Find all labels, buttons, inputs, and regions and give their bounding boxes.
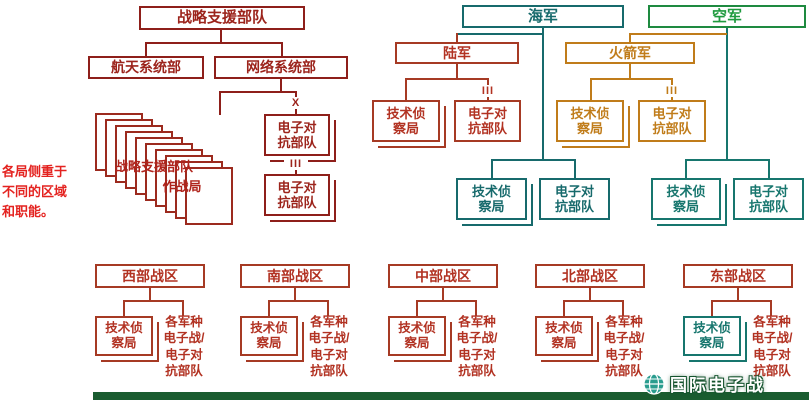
node-strategic-support-force: 战略支援部队 (139, 6, 305, 30)
node-rocket-force: 火箭军 (565, 42, 695, 64)
node-navy: 海军 (462, 5, 624, 28)
connector-line (712, 300, 772, 302)
node-northern-theater: 北部战区 (535, 264, 645, 288)
connector-line (491, 159, 493, 178)
connector-line (456, 33, 458, 42)
annotation-note: 各局侧重于 不同的区域 和职能。 (2, 164, 68, 220)
footer-bar (93, 392, 809, 400)
connector-line (590, 78, 592, 100)
node-east-service-ew-forces: 各军种 电子战/ 电子对 抗部队 (751, 315, 793, 378)
node-southern-theater: 南部战区 (240, 264, 350, 288)
node-west-tech-recon-bureau: 技术侦 察局 (95, 316, 153, 356)
connector-line (145, 42, 147, 56)
connector-line (219, 91, 297, 93)
node-navy-tech-recon-bureau: 技术侦 察局 (456, 178, 527, 220)
connector-line (622, 300, 624, 316)
connector-line (629, 64, 631, 78)
watermark-text: 国际电子战 (670, 376, 765, 395)
node-army: 陆军 (395, 42, 519, 64)
node-central-service-ew-forces: 各军种 电子战/ 电子对 抗部队 (456, 315, 498, 378)
echelon-marker-brigade: X (288, 97, 304, 109)
echelon-marker-army-ecm: III (476, 85, 500, 97)
connector-line (564, 300, 624, 302)
connector-line (685, 159, 770, 161)
connector-line (475, 300, 477, 316)
connector-line (405, 78, 407, 100)
connector-line (768, 159, 770, 178)
connector-line (590, 78, 673, 80)
connector-line (294, 288, 296, 300)
node-eastern-theater: 东部战区 (683, 264, 793, 288)
connector-line (726, 28, 728, 160)
connector-line (417, 300, 477, 302)
connector-line (589, 288, 591, 300)
connector-line (442, 288, 444, 300)
connector-line (456, 33, 544, 35)
connector-line (220, 30, 222, 42)
node-south-service-ew-forces: 各军种 电子战/ 电子对 抗部队 (308, 315, 350, 378)
connector-line (737, 288, 739, 300)
node-western-theater: 西部战区 (95, 264, 205, 288)
node-north-service-ew-forces: 各军种 电子战/ 电子对 抗部队 (603, 315, 645, 378)
node-army-tech-recon-bureau: 技术侦 察局 (372, 100, 440, 142)
connector-line (281, 42, 283, 56)
connector-line (149, 288, 151, 300)
node-ssf-ecm-regiment: 电子对 抗部队 (264, 174, 330, 216)
connector-line (629, 33, 727, 35)
node-air-tech-recon-bureau: 技术侦 察局 (651, 178, 721, 220)
ops-bureau-label-line1: 战略支援部队 (114, 159, 193, 174)
connector-line (685, 159, 687, 178)
connector-line (269, 300, 329, 302)
echelon-marker-rocket-ecm: III (660, 85, 684, 97)
globe-icon (643, 372, 665, 395)
ops-bureau-label-line2: 作战局 (162, 179, 202, 194)
node-west-service-ew-forces: 各军种 电子战/ 电子对 抗部队 (163, 315, 205, 378)
echelon-marker-regiment: III (284, 158, 308, 170)
node-east-tech-recon-bureau: 技术侦 察局 (683, 316, 741, 356)
connector-line (711, 300, 713, 316)
connector-line (542, 28, 544, 160)
node-navy-ecm-force: 电子对 抗部队 (539, 178, 610, 220)
node-ssf-ecm-brigade: 电子对 抗部队 (264, 114, 330, 156)
connector-line (219, 91, 221, 115)
connector-line (280, 79, 282, 92)
node-rocket-ecm-force: 电子对 抗部队 (638, 100, 706, 142)
connector-line (145, 42, 283, 44)
connector-line (491, 159, 576, 161)
node-network-systems-dept: 网络系统部 (214, 56, 348, 79)
node-central-tech-recon-bureau: 技术侦 察局 (388, 316, 446, 356)
stacked-box (185, 167, 233, 225)
watermark: 国际电子战 (643, 371, 765, 396)
connector-line (182, 300, 184, 316)
connector-line (405, 78, 489, 80)
node-south-tech-recon-bureau: 技术侦 察局 (240, 316, 298, 356)
node-space-systems-dept: 航天系统部 (88, 56, 204, 79)
connector-line (416, 300, 418, 316)
connector-line (770, 300, 772, 316)
node-central-theater: 中部战区 (388, 264, 498, 288)
connector-line (123, 300, 125, 316)
connector-line (456, 64, 458, 78)
node-army-ecm-force: 电子对 抗部队 (454, 100, 521, 142)
node-air-force: 空军 (648, 5, 806, 28)
connector-line (327, 300, 329, 316)
connector-line (124, 300, 184, 302)
connector-line (574, 159, 576, 178)
node-north-tech-recon-bureau: 技术侦 察局 (535, 316, 593, 356)
node-air-ecm-force: 电子对 抗部队 (733, 178, 804, 220)
connector-line (268, 300, 270, 316)
connector-line (629, 33, 631, 42)
node-rocket-tech-recon-bureau: 技术侦 察局 (556, 100, 624, 142)
connector-line (563, 300, 565, 316)
